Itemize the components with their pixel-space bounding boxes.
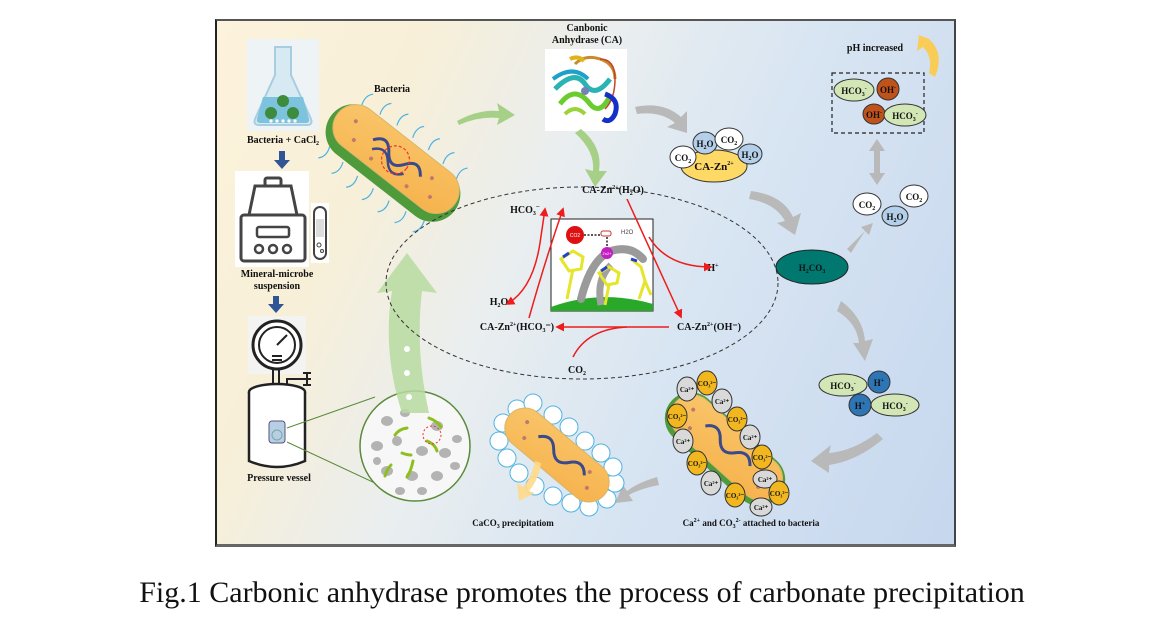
svg-text:CO₃²⁻: CO₃²⁻ [726, 492, 745, 500]
svg-text:H2O: H2O [741, 150, 758, 162]
svg-text:HCO3-: HCO3- [892, 111, 918, 123]
cycle-left-label: CA-Zn2+(HCO3⁻) [480, 322, 554, 334]
svg-text:HCO3-: HCO3- [841, 86, 867, 98]
down-arrow-icon [274, 151, 290, 169]
gas-cluster: CO2 CO2 H2O [852, 184, 929, 227]
green-up-arrow [377, 253, 437, 413]
dissociation-ions: HCO3- H+ H+ HCO3- [818, 370, 920, 417]
svg-text:Zn2+: Zn2+ [602, 251, 612, 256]
svg-text:OH-: OH- [880, 85, 896, 95]
magnified-view [286, 390, 471, 502]
flask-label: Bacteria + CaCl2 [247, 135, 319, 147]
svg-text:CO2: CO2 [721, 135, 738, 147]
centrifuge-label-line2: suspension [254, 281, 301, 292]
pressure-vessel-icon [247, 316, 311, 469]
h2o-out-label: H2O [490, 297, 509, 309]
svg-text:Ca²⁺: Ca²⁺ [743, 434, 758, 442]
gray-arrow [837, 301, 873, 361]
svg-text:CO₃²⁻: CO₃²⁻ [668, 413, 687, 421]
diagram-canvas: Bacteria + CaCl2 Mineral-microbe suspens… [235, 23, 939, 530]
svg-text:OH-: OH- [866, 110, 882, 120]
bacterium-with-caco3 [489, 393, 625, 517]
protein-structure-image [545, 49, 627, 131]
svg-text:CO₃²⁻: CO₃²⁻ [698, 380, 717, 388]
svg-text:Ca²⁺: Ca²⁺ [754, 504, 769, 512]
svg-text:Ca²⁺: Ca²⁺ [680, 386, 695, 394]
vessel-label: Pressure vessel [247, 473, 311, 484]
green-arrow-right [457, 103, 515, 125]
h2co3-label: H2CO3 [799, 263, 826, 275]
ph-increased-label: pH increased [847, 43, 904, 54]
svg-text:CO2: CO2 [859, 200, 876, 212]
attached-label: Ca2+ and CO32- attached to bacteria [683, 518, 820, 530]
svg-text:CA-Zn2+: CA-Zn2+ [694, 161, 734, 173]
cycle-right-label: CA-Zn2+(OH⁻) [677, 322, 741, 333]
flask-icon [247, 39, 319, 131]
svg-text:HCO3-: HCO3- [882, 401, 908, 413]
svg-text:CO₃²⁻: CO₃²⁻ [688, 460, 707, 468]
svg-text:CO₃²⁻: CO₃²⁻ [770, 490, 789, 498]
bacterium-illustration [318, 93, 468, 233]
svg-text:Ca²⁺: Ca²⁺ [676, 438, 691, 446]
reaction-arrows [505, 198, 713, 358]
gray-arrow [635, 105, 687, 133]
svg-text:Ca²⁺: Ca²⁺ [704, 480, 719, 488]
attached-ions: Ca²⁺ CO₃²⁻ CO₃²⁻ Ca²⁺ Ca²⁺ CO₃²⁻ CO₃²⁻ C… [666, 370, 790, 517]
svg-text:CO2: CO2 [570, 233, 581, 239]
gray-arrow [749, 191, 801, 235]
svg-text:CO2: CO2 [675, 153, 692, 165]
gray-arrow [847, 223, 873, 253]
arrow-dots [404, 346, 412, 400]
yellow-curved-arrow [917, 35, 939, 77]
svg-text:HCO3-: HCO3- [830, 381, 856, 393]
ph-box [831, 72, 925, 134]
svg-text:H+: H+ [874, 378, 885, 388]
svg-text:H2O: H2O [621, 230, 634, 236]
double-gray-arrow [869, 139, 885, 185]
green-arrow-down [575, 129, 607, 187]
svg-text:CO2: CO2 [906, 192, 923, 204]
centrifuge-label-line1: Mineral-microbe [241, 269, 314, 280]
svg-text:H2O: H2O [696, 139, 713, 151]
figure-frame: Bacteria + CaCl2 Mineral-microbe suspens… [215, 19, 956, 547]
h-plus-out-label: H+ [707, 263, 719, 274]
co2-in-label: CO2 [568, 365, 586, 377]
ca-zn-complex: CA-Zn2+ CO2 H2O CO2 H2O [669, 127, 763, 183]
gray-arrow [615, 477, 659, 503]
figure-caption: Fig.1 Carbonic anhydrase promotes the pr… [139, 576, 1025, 609]
hco3-out-label: HCO3− [510, 203, 540, 217]
h2co3-node [775, 249, 849, 285]
precipitation-label: CaCO3 precipitatiom [472, 518, 554, 530]
centrifuge-icon [235, 171, 309, 267]
svg-text:H2O: H2O [886, 212, 903, 224]
cycle-top-label: CA-Zn2+(H2O) [582, 185, 644, 197]
catalytic-cycle-boundary [385, 186, 779, 380]
svg-text:Ca²⁺: Ca²⁺ [715, 398, 730, 406]
svg-text:Ca²⁺: Ca²⁺ [758, 476, 773, 484]
svg-text:CO₃²⁻: CO₃²⁻ [753, 454, 772, 462]
gray-arrow [811, 433, 883, 473]
bacteria-label: Bacteria [374, 84, 410, 95]
svg-text:CO₃²⁻: CO₃²⁻ [728, 416, 747, 424]
ph-box-ions: HCO3- OH- OH- HCO3- [833, 77, 927, 127]
svg-text:H+: H+ [855, 401, 866, 411]
enzyme-label-line2: Anhydrase (CA) [552, 35, 622, 46]
test-tube-icon [311, 203, 329, 263]
enzyme-label-line1: Canbonic [566, 23, 608, 34]
active-site-image: CO2 H2O Zn2+ [550, 218, 654, 312]
yellow-down-arrow [517, 461, 541, 501]
down-arrow-icon [268, 296, 284, 313]
